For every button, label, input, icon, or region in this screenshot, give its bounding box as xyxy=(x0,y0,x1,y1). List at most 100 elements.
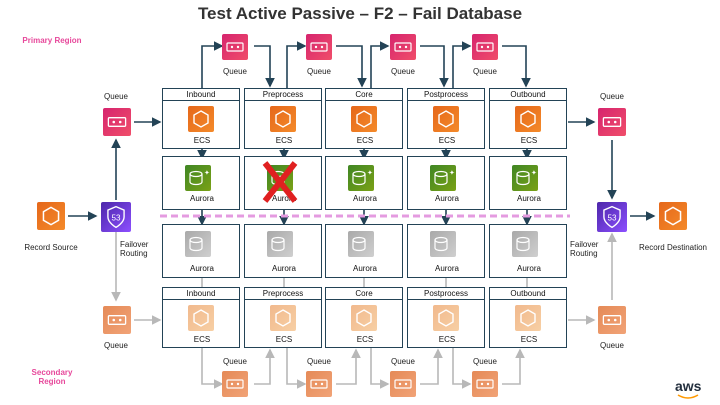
queue-label: Queue xyxy=(103,92,129,101)
record-source-icon xyxy=(37,202,65,230)
stage-title: Outbound xyxy=(490,288,566,300)
aurora-box-core-primary: ✦ Aurora xyxy=(325,156,403,210)
aurora-icon: ✦ xyxy=(348,165,374,191)
ecs-label: ECS xyxy=(275,136,293,145)
secondary-region-label: Secondary Region xyxy=(31,368,73,386)
queue-icon xyxy=(306,34,332,60)
stage-inbound-secondary: Inbound ECS xyxy=(162,287,240,348)
stage-title: Inbound xyxy=(163,89,239,101)
ecs-label: ECS xyxy=(438,335,456,344)
ecs-icon xyxy=(515,305,541,331)
queue-label: Queue xyxy=(306,67,332,76)
aurora-box-outbound-secondary: Aurora xyxy=(489,224,567,278)
stage-core-primary: Core ECS xyxy=(325,88,403,149)
aurora-label: Aurora xyxy=(271,264,296,273)
queue-label: Queue xyxy=(599,341,625,350)
failover-routing-label-left: Failover Routing xyxy=(120,240,149,258)
queue-icon xyxy=(103,108,131,136)
ecs-icon xyxy=(351,305,377,331)
queue-label: Queue xyxy=(472,357,498,366)
stage-title: Preprocess xyxy=(245,288,321,300)
queue-icon xyxy=(598,306,626,334)
ecs-label: ECS xyxy=(275,335,293,344)
route53-icon: 53 xyxy=(101,202,131,232)
queue-icon xyxy=(472,371,498,397)
aurora-box-postprocess-primary: ✦ Aurora xyxy=(407,156,485,210)
aurora-box-outbound-primary: ✦ Aurora xyxy=(489,156,567,210)
diagram-title: Test Active Passive – F2 – Fail Database xyxy=(197,4,523,23)
queue-label: Queue xyxy=(222,357,248,366)
ecs-label: ECS xyxy=(520,136,538,145)
queue-label: Queue xyxy=(599,92,625,101)
aurora-label: Aurora xyxy=(434,264,459,273)
stage-core-secondary: Core ECS xyxy=(325,287,403,348)
queue-icon xyxy=(222,34,248,60)
aurora-label: Aurora xyxy=(189,194,214,203)
aurora-label: Aurora xyxy=(434,194,459,203)
ecs-label: ECS xyxy=(356,136,374,145)
ecs-icon xyxy=(433,305,459,331)
primary-region-label: Primary Region xyxy=(22,36,82,45)
ecs-icon xyxy=(188,305,214,331)
stage-title: Core xyxy=(326,288,402,300)
record-destination-label: Record Destination xyxy=(638,243,708,252)
route53-icon: 53 xyxy=(597,202,627,232)
failover-routing-label-right: Failover Routing xyxy=(570,240,599,258)
aurora-box-inbound-primary: ✦ Aurora xyxy=(162,156,240,210)
queue-label: Queue xyxy=(222,67,248,76)
queue-label: Queue xyxy=(390,67,416,76)
aurora-label: Aurora xyxy=(352,264,377,273)
stage-outbound-secondary: Outbound ECS xyxy=(489,287,567,348)
aurora-label: Aurora xyxy=(271,194,296,203)
queue-icon xyxy=(222,371,248,397)
svg-text:✦: ✦ xyxy=(367,169,373,177)
stage-title: Inbound xyxy=(163,288,239,300)
svg-text:53: 53 xyxy=(112,213,121,222)
ecs-icon xyxy=(433,106,459,132)
aurora-icon: ✦ xyxy=(430,165,456,191)
svg-text:✦: ✦ xyxy=(204,169,210,177)
stage-title: Postprocess xyxy=(408,288,484,300)
queue-icon xyxy=(472,34,498,60)
ecs-label: ECS xyxy=(438,136,456,145)
queue-label: Queue xyxy=(390,357,416,366)
queue-label: Queue xyxy=(306,357,332,366)
aurora-icon xyxy=(348,231,374,257)
aurora-label: Aurora xyxy=(516,194,541,203)
stage-title: Core xyxy=(326,89,402,101)
stage-inbound-primary: Inbound ECS xyxy=(162,88,240,149)
aurora-icon: ✦ xyxy=(185,165,211,191)
queue-icon xyxy=(306,371,332,397)
aws-smile-icon xyxy=(677,394,699,399)
fail-x-icon xyxy=(262,161,298,203)
queue-icon xyxy=(103,306,131,334)
ecs-icon xyxy=(188,106,214,132)
ecs-icon xyxy=(270,305,296,331)
aurora-box-inbound-secondary: Aurora xyxy=(162,224,240,278)
aurora-label: Aurora xyxy=(352,194,377,203)
aws-logo: aws xyxy=(675,378,702,394)
aurora-box-preprocess-primary: ✦ Aurora xyxy=(244,156,322,210)
aurora-box-preprocess-secondary: Aurora xyxy=(244,224,322,278)
queue-icon xyxy=(390,371,416,397)
record-destination-icon xyxy=(659,202,687,230)
ecs-icon xyxy=(351,106,377,132)
stage-preprocess-secondary: Preprocess ECS xyxy=(244,287,322,348)
aurora-icon xyxy=(430,231,456,257)
queue-label: Queue xyxy=(472,67,498,76)
queue-label: Queue xyxy=(103,341,129,350)
stage-title: Outbound xyxy=(490,89,566,101)
aurora-label: Aurora xyxy=(516,264,541,273)
ecs-label: ECS xyxy=(520,335,538,344)
aurora-box-postprocess-secondary: Aurora xyxy=(407,224,485,278)
aurora-icon xyxy=(185,231,211,257)
aurora-icon: ✦ xyxy=(512,165,538,191)
svg-text:✦: ✦ xyxy=(449,169,455,177)
stage-title: Postprocess xyxy=(408,89,484,101)
stage-outbound-primary: Outbound ECS xyxy=(489,88,567,149)
svg-text:✦: ✦ xyxy=(531,169,537,177)
ecs-label: ECS xyxy=(356,335,374,344)
ecs-label: ECS xyxy=(193,335,211,344)
stage-postprocess-secondary: Postprocess ECS xyxy=(407,287,485,348)
